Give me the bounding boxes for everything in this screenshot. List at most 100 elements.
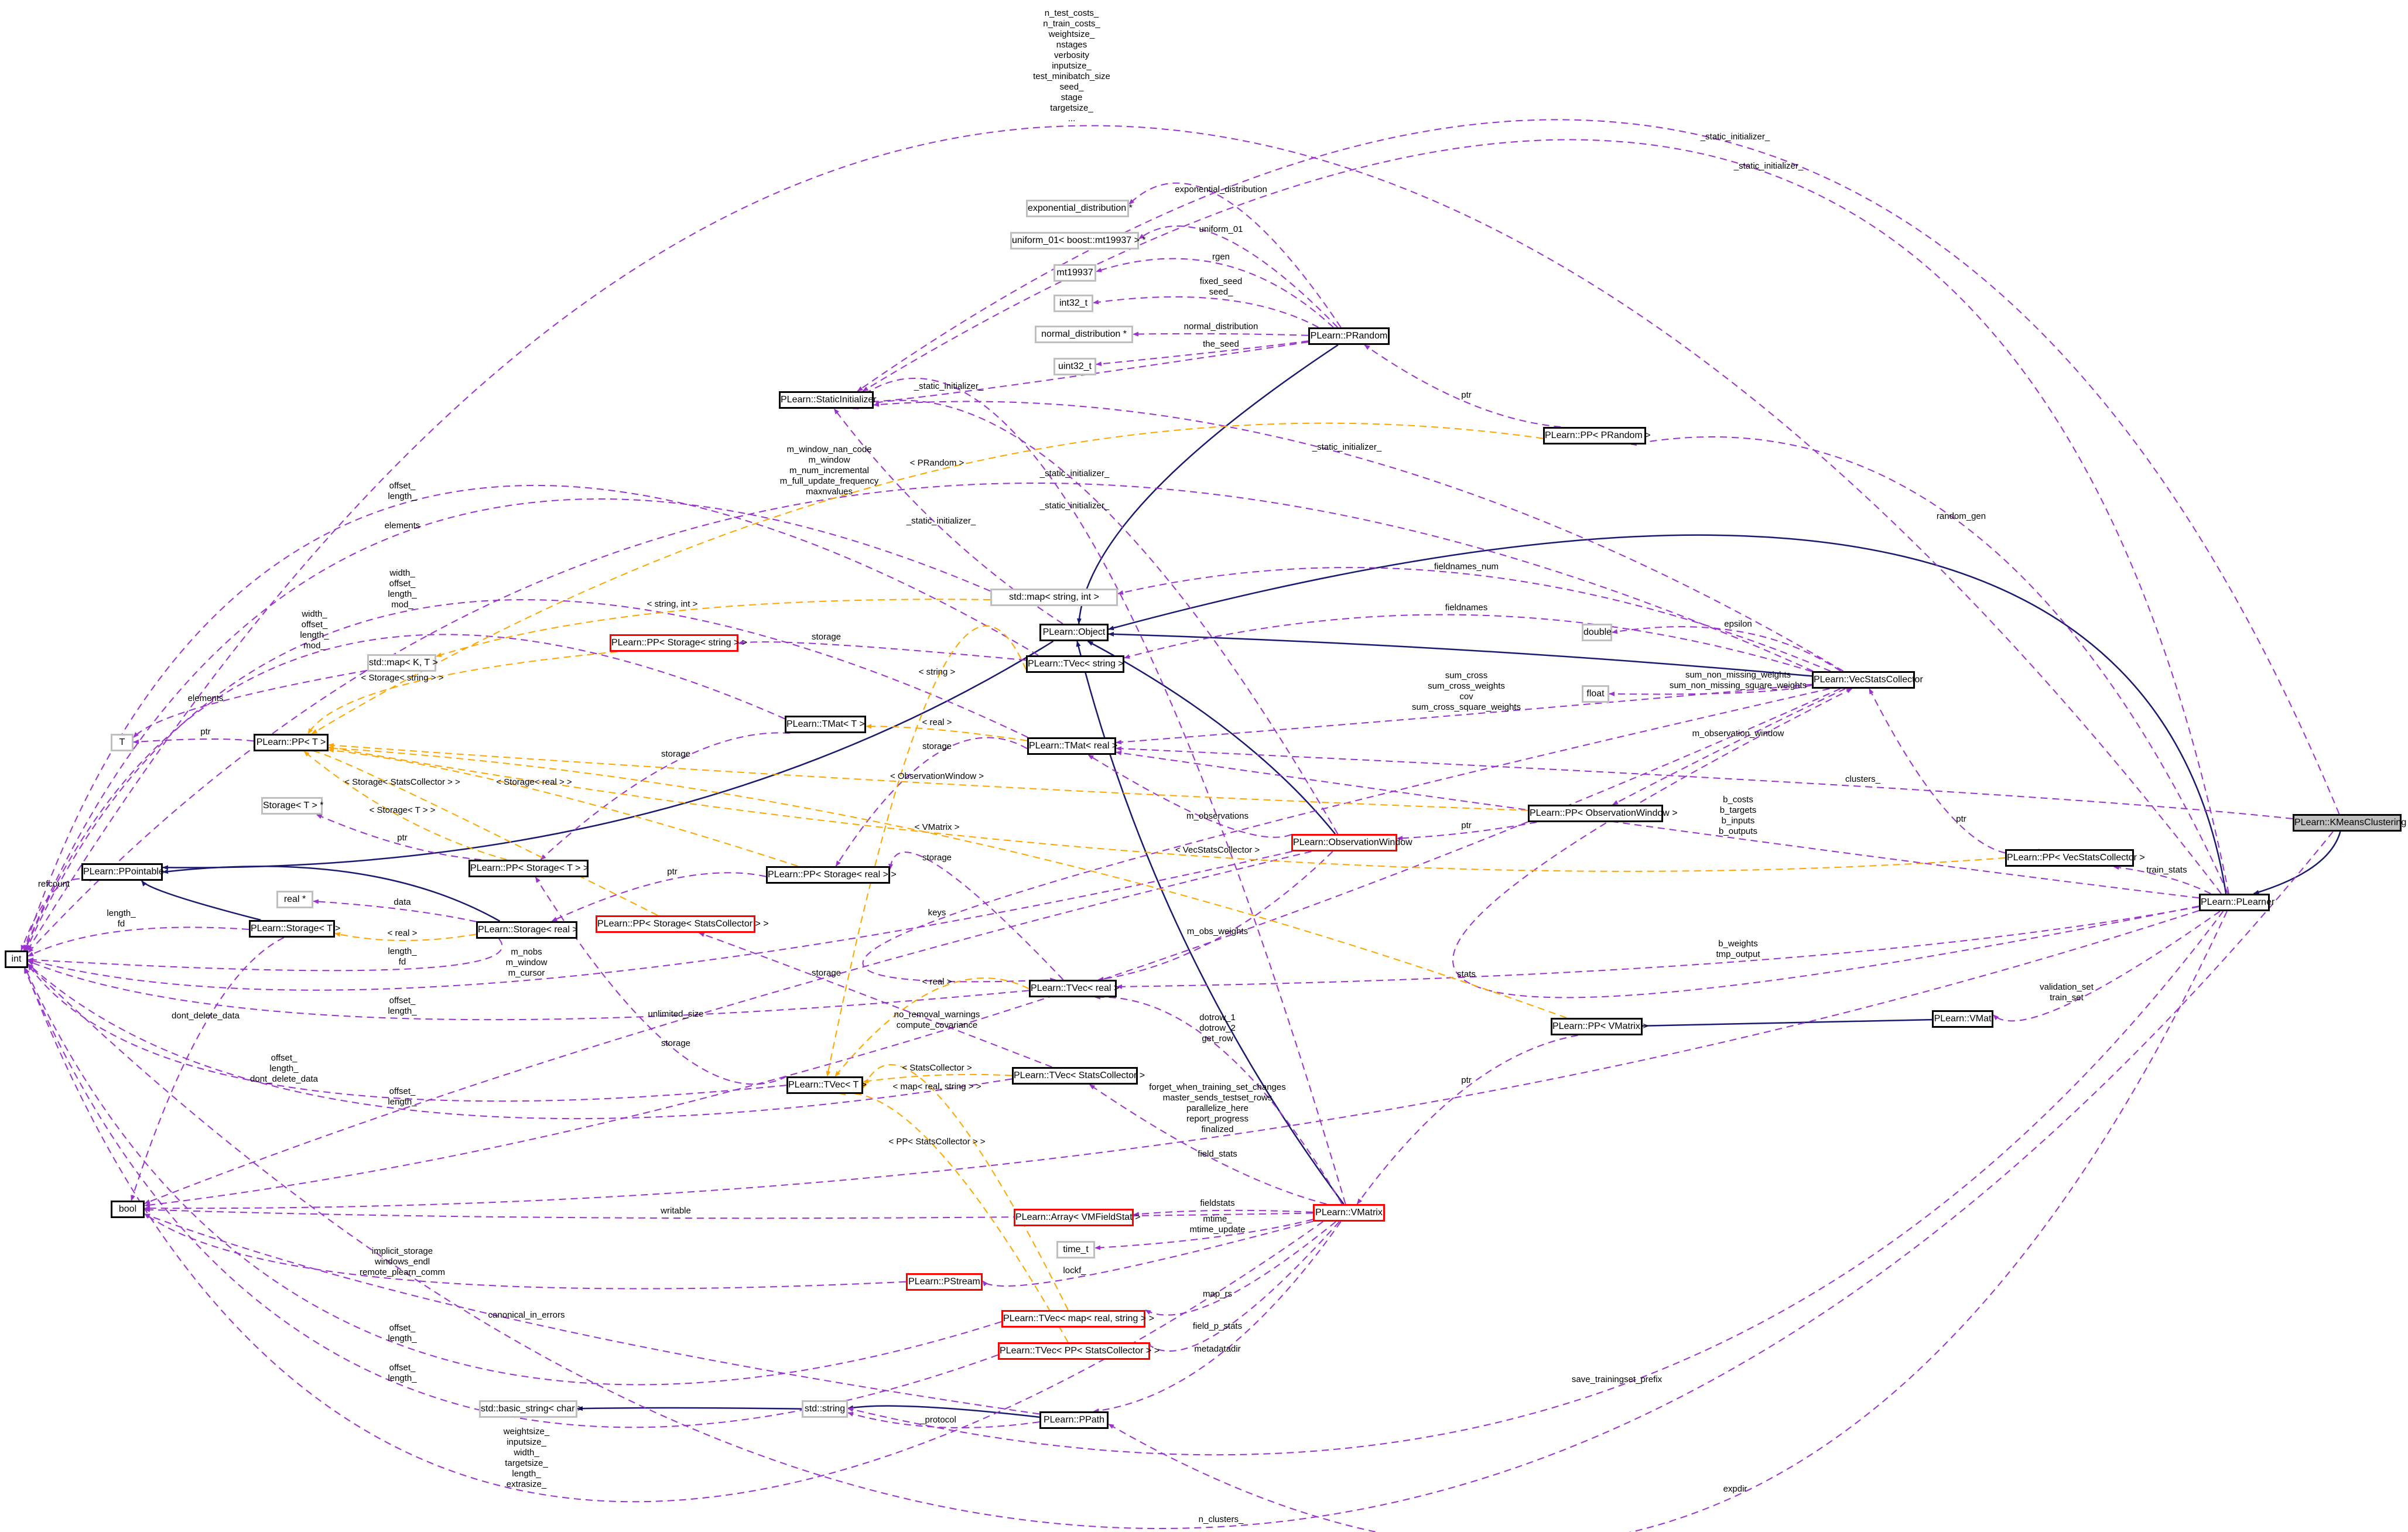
usage-edge [1108,911,2228,1532]
class-node-plearn-pp-prandom[interactable]: PLearn::PP< PRandom > [1543,427,1651,444]
class-node-plearn-pp-observationwindow[interactable]: PLearn::PP< ObservationWindow > [1528,805,1678,822]
template-instance-edge [328,743,1528,811]
usage-edge [1094,1219,1314,1250]
usage-edge [1116,746,2293,820]
class-node-plearn-staticinitializer[interactable]: PLearn::StaticInitializer [779,391,877,409]
usage-edge [144,688,1841,1208]
usage-edge [862,139,2229,894]
usage-edge [1138,225,1338,328]
class-node-plearn-array-vmfieldstat[interactable]: PLearn::Array< VMFieldStat > [1014,1209,1140,1226]
usage-edge [698,932,1052,1068]
class-node-time-t: time_t [1056,1241,1095,1259]
usage-edge [982,1220,1314,1287]
class-node-plearn-pp-vecstatscollector[interactable]: PLearn::PP< VecStatsCollector > [2005,849,2145,867]
class-node-plearn-pp-vmatrix[interactable]: PLearn::PP< VMatrix > [1551,1018,1648,1035]
class-node-plearn-tvec-string[interactable]: PLearn::TVec< string > [1026,655,1124,673]
usage-edge [862,688,1830,983]
class-node-normal-distribution: normal_distribution * [1035,326,1133,343]
class-node-plearn-tmat-real[interactable]: PLearn::TMat< real > [1027,737,1117,755]
class-node-plearn-kmeansclustering[interactable]: PLearn::KMeansClustering [2293,814,2406,832]
class-node-plearn-pstream[interactable]: PLearn::PStream [906,1273,983,1291]
template-instance-edge [863,1073,1013,1083]
class-node-exponential-distribution: exponential_distribution * [1026,200,1133,217]
usage-edge [1116,906,2200,989]
usage-edge [1612,688,1846,805]
usage-edge [1124,614,1812,672]
class-node-bool[interactable]: bool [111,1201,145,1218]
usage-edge [144,1213,907,1290]
class-node-plearn-ppointable[interactable]: PLearn::PPointable [81,863,164,881]
class-node-plearn-ppath[interactable]: PLearn::PPath [1039,1411,1109,1429]
usage-edge [28,964,787,1102]
inheritance-edge [577,1406,802,1411]
usage-edge [551,872,767,922]
class-node-plearn-plearner[interactable]: PLearn::PLearner [2199,894,2274,911]
class-node-plearn-prandom[interactable]: PLearn::PRandom [1308,327,1390,345]
usage-edge [1397,822,1537,841]
usage-edge [24,967,1323,1503]
class-node-plearn-pp-storage-string[interactable]: PLearn::PP< Storage< string > > [610,634,747,652]
usage-edge [1133,1209,1314,1217]
class-node-uniform-01-boost-mt19937: uniform_01< boost::mt19937 > * [1010,232,1146,249]
inheritance-edge [162,866,501,922]
usage-edge [1093,296,1319,328]
class-node-float: float [1582,685,1609,703]
class-node-plearn-tvec-statscollector[interactable]: PLearn::TVec< StatsCollector > [1012,1067,1145,1085]
class-node-int[interactable]: int [5,950,28,968]
inheritance-edge [2253,831,2341,895]
class-node-std-string: std::string [802,1400,848,1418]
usage-edge [2113,865,2211,894]
template-instance-edge [328,748,798,867]
class-node-plearn-tvec-map-real-string[interactable]: PLearn::TVec< map< real, string > > [1001,1310,1154,1328]
class-node-plearn-vmat[interactable]: PLearn::VMat [1932,1010,1993,1028]
usage-edge [1356,1035,1578,1205]
class-node-plearn-object[interactable]: PLearn::Object [1039,624,1109,641]
inheritance-edge [1076,344,1339,624]
class-node-std-map-string-int: std::map< string, int > [990,589,1118,606]
class-node-plearn-tmat-t[interactable]: PLearn::TMat< T > [785,716,866,733]
class-node-std-map-k-t: std::map< K, T > [367,654,438,672]
class-node-plearn-pp-storage-real[interactable]: PLearn::PP< Storage< real > > [766,866,897,884]
class-node-std-basic-string-char: std::basic_string< char > [479,1400,583,1418]
class-node-plearn-tvec-t[interactable]: PLearn::TVec< T > [786,1076,867,1094]
class-node-storage-t: Storage< T > * [261,797,323,815]
class-node-plearn-tvec-pp-statscollector[interactable]: PLearn::TVec< PP< StatsCollector > > [998,1342,1159,1360]
inheritance-edge [1637,1018,1932,1028]
usage-edge [24,634,785,951]
inheritance-edge [1108,631,1812,677]
class-node-double: double [1582,624,1612,641]
usage-edge [540,732,790,860]
usage-edge [535,877,788,1085]
class-node-plearn-storage-t[interactable]: PLearn::Storage< T > [249,920,340,938]
usage-edge [316,814,481,860]
usage-edge [1133,331,1309,337]
usage-edge [1096,340,1309,367]
usage-edge [1612,626,1841,672]
usage-edge [131,937,285,1201]
usage-edge [23,484,1039,951]
class-node-plearn-tvec-real[interactable]: PLearn::TVec< real > [1029,980,1119,997]
class-node-plearn-pp-storage-t[interactable]: PLearn::PP< Storage< T > > [468,860,589,877]
usage-edge [1117,567,1831,672]
usage-edge [1145,1221,1336,1316]
usage-edge [847,1411,1040,1428]
usage-edge [738,640,1027,661]
class-node-plearn-pp-t[interactable]: PLearn::PP< T > [254,734,329,751]
class-node-plearn-observationwindow[interactable]: PLearn::ObservationWindow [1291,834,1412,852]
usage-edge [144,851,1312,1204]
template-instance-edge [303,751,507,860]
usage-edge [833,408,1063,624]
inheritance-edge [1108,534,2227,894]
class-node-plearn-pp-storage-statscollector[interactable]: PLearn::PP< Storage< StatsCollector > > [596,915,769,933]
class-node-plearn-vmatrix[interactable]: PLearn::VMatrix [1313,1204,1385,1222]
class-node-plearn-storage-real[interactable]: PLearn::Storage< real > [476,921,578,939]
class-node-real: real * [276,891,313,908]
template-instance-edge [834,977,1029,1077]
usage-edge [1094,994,1343,1205]
usage-edge [1128,182,1342,328]
usage-edge [25,967,1002,1386]
class-node-plearn-vecstatscollector[interactable]: PLearn::VecStatsCollector [1812,671,1923,689]
usage-edge [28,831,2334,1529]
usage-edge [835,737,1028,867]
